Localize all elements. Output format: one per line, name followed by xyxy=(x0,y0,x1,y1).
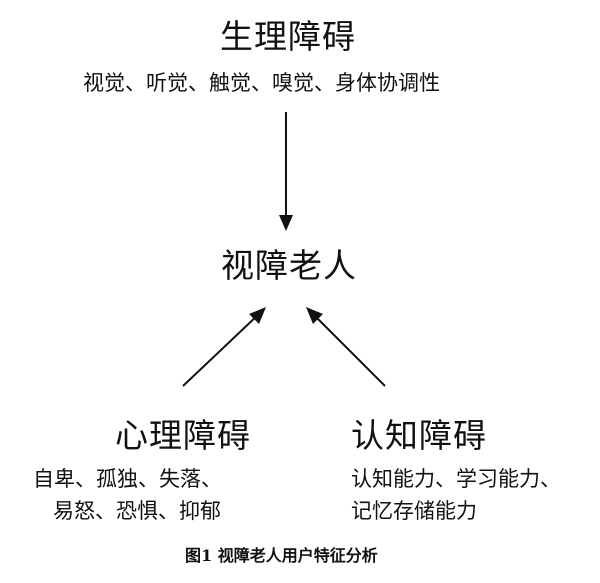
right-node-details-line2: 记忆存储能力 xyxy=(351,499,477,523)
arrow-right-to-center xyxy=(306,307,386,387)
left-node-details-line1: 自卑、孤独、失落、 xyxy=(33,467,222,491)
center-node-title: 视障老人 xyxy=(221,246,357,285)
left-node-details-line2: 易怒、恐惧、抑郁 xyxy=(53,499,221,523)
top-node-title: 生理障碍 xyxy=(220,17,356,56)
right-node-title: 认知障碍 xyxy=(351,416,487,455)
top-node-details: 视觉、听觉、触觉、嗅觉、身体协调性 xyxy=(83,71,440,95)
figure-caption: 图1 视障老人用户特征分析 xyxy=(185,546,378,565)
right-node-details-line1: 认知能力、学习能力、 xyxy=(351,467,561,491)
arrow-top-to-center xyxy=(279,112,293,231)
arrow-left-to-center xyxy=(182,307,266,387)
left-node-title: 心理障碍 xyxy=(115,416,251,455)
